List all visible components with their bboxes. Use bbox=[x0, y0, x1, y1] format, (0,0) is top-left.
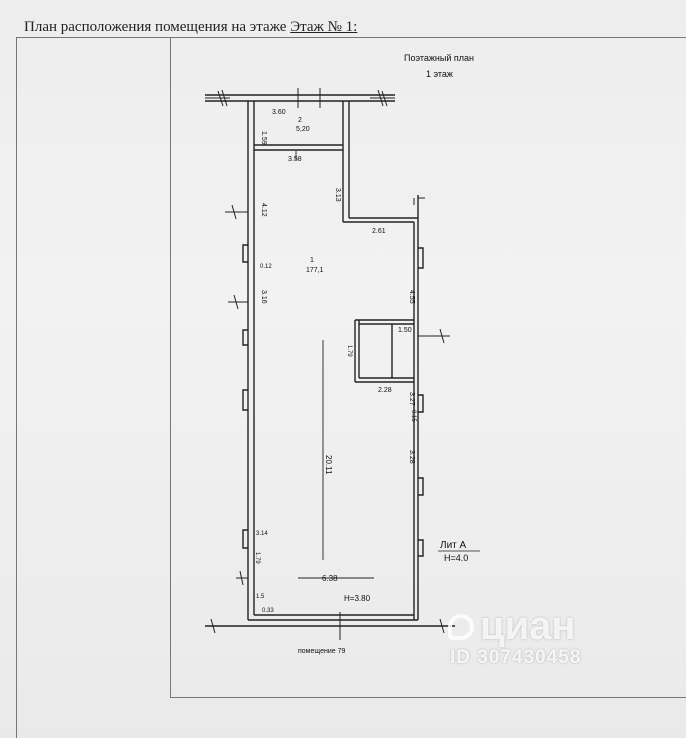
lit-label: Лит А bbox=[440, 540, 467, 551]
dim-1-79: 1.79 bbox=[346, 345, 352, 357]
dim-3-14: 3.14 bbox=[256, 531, 268, 537]
plan-frame bbox=[170, 37, 686, 698]
dim-0-15: 0.15 bbox=[410, 410, 416, 422]
dim-1-50: 1.50 bbox=[398, 327, 412, 334]
window-markers bbox=[205, 88, 455, 640]
cian-logo-icon bbox=[448, 613, 474, 640]
dim-3-58: 3.58 bbox=[288, 156, 302, 163]
dim-3-13: 3.13 bbox=[334, 188, 341, 202]
room-height: H=3.80 bbox=[344, 594, 371, 603]
dim-1-59: 1.59 bbox=[260, 131, 267, 145]
dim-3-60: 3.60 bbox=[272, 109, 286, 116]
dim-20-11: 20.11 bbox=[324, 455, 333, 475]
dim-1-5: 1.5 bbox=[256, 594, 265, 600]
lit-height: H=4.0 bbox=[444, 553, 468, 563]
header-prefix: План расположения помещения на этаже bbox=[24, 19, 287, 35]
dim-3-16: 3.16 bbox=[260, 290, 267, 304]
bottom-caption: помещение 79 bbox=[298, 648, 345, 655]
room-label: 1 bbox=[310, 257, 314, 264]
floor-link[interactable]: Этаж № 1: bbox=[290, 19, 358, 35]
dim-2-28: 2.28 bbox=[378, 387, 392, 394]
page-header: План расположения помещения на этаже Эта… bbox=[24, 19, 357, 36]
dim-0-12: 0.12 bbox=[260, 264, 272, 270]
watermark-brand: циан bbox=[480, 604, 576, 648]
outer-frame bbox=[16, 37, 686, 738]
dim-2-61: 2.61 bbox=[372, 228, 386, 235]
dim-3-27: 3.27 bbox=[408, 392, 415, 406]
dim-3-28: 3.28 bbox=[408, 450, 415, 464]
dim-6-38: 6.38 bbox=[322, 574, 338, 583]
watermark-id: ID 307430458 bbox=[450, 647, 582, 668]
vestibule-area: 5,20 bbox=[296, 126, 310, 133]
dimension-lines bbox=[295, 151, 374, 579]
dim-1-79b: 1.79 bbox=[254, 552, 260, 564]
dim-0-33: 0.33 bbox=[262, 608, 274, 614]
dim-4-55: 4.55 bbox=[408, 290, 415, 304]
dim-4-12: 4.12 bbox=[260, 203, 267, 217]
cian-watermark: циан ID 307430458 bbox=[448, 604, 581, 669]
vestibule-label: 2 bbox=[298, 117, 302, 124]
walls bbox=[205, 94, 455, 627]
plan-subtitle: 1 этаж bbox=[426, 69, 453, 79]
room-area: 177,1 bbox=[306, 267, 324, 274]
plan-title: Поэтажный план bbox=[404, 53, 474, 63]
